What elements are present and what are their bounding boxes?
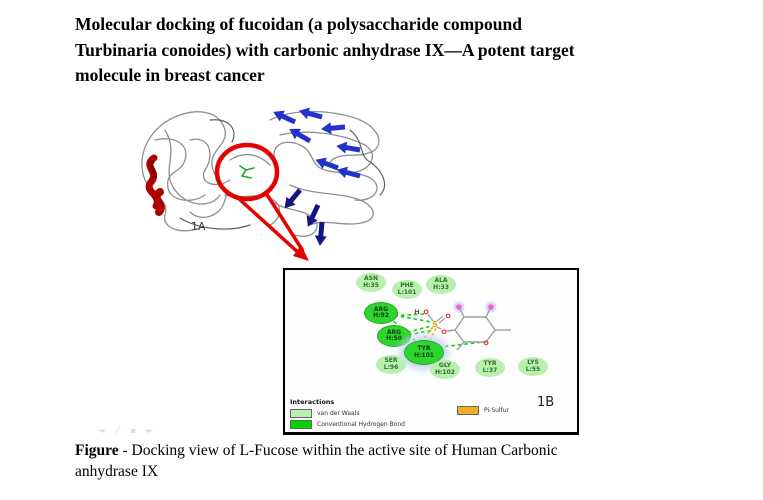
residue-arg-h50: ARG H:50 xyxy=(377,325,411,347)
panel-label-1b: 1B xyxy=(537,395,555,410)
hydrogen-atom: H xyxy=(414,308,419,316)
caption-figure-word: Figure xyxy=(75,442,119,459)
residue-arg-h92: ARG H:92 xyxy=(364,302,398,324)
square-icon: ▪ xyxy=(130,426,137,435)
ligand-bonds xyxy=(427,308,511,351)
forward-arrow-icon: ► xyxy=(146,426,153,435)
hbond-swatch xyxy=(290,420,312,429)
highlight-circle xyxy=(214,142,280,202)
oxygen-atom: O xyxy=(423,308,429,316)
legend-item-vdw: van der Waals xyxy=(290,408,572,418)
vdw-swatch xyxy=(290,408,312,418)
pink-atom xyxy=(456,304,462,310)
legend-header: Interactions xyxy=(290,398,335,406)
panel-label-1a: 1A xyxy=(191,220,206,233)
ligand-sticks xyxy=(239,165,255,179)
pencil-icon: ╱ xyxy=(115,426,120,435)
pink-atom xyxy=(488,304,494,310)
residue-asn-h35: ASN H:35 xyxy=(356,273,386,292)
residue-lys-l55: LYS L:55 xyxy=(518,357,548,376)
caption-line1: - Docking view of L-Fucose within the ac… xyxy=(118,442,558,459)
title-line-2: Turbinaria conoides) with carbonic anhyd… xyxy=(75,39,575,60)
pi-sulfur-dashes xyxy=(420,326,437,345)
residue-ser-l96: SER L:96 xyxy=(376,355,406,374)
residue-phe-l101: PHE L:101 xyxy=(392,280,422,299)
caption-line2: anhydrase IX xyxy=(75,462,159,480)
beta-strands-dark xyxy=(284,188,327,246)
residue-tyr-l37: TYR L:37 xyxy=(475,358,505,377)
beta-strands xyxy=(273,107,361,179)
title-line-3: molecule in breast cancer xyxy=(75,65,265,86)
interactions-legend: Interactions van der Waals Conventional … xyxy=(290,398,572,429)
callout-arrow xyxy=(235,192,305,257)
oxygen-atom: O xyxy=(441,328,447,336)
oxygen-atom: O xyxy=(445,312,451,320)
pi-sulfur-swatch xyxy=(457,406,479,415)
residue-ala-h33: ALA H:33 xyxy=(426,275,456,294)
protein-ribbon-figure xyxy=(141,107,385,261)
title-line-1: Molecular docking of fucoidan (a polysac… xyxy=(75,14,522,34)
atom-labels: H O S O O O xyxy=(414,308,489,347)
oxygen-atom: O xyxy=(483,339,489,347)
legend-item-pi-sulfur: Pi-Sulfur xyxy=(457,406,509,415)
legend-item-hbond: Conventional Hydrogen Bond xyxy=(290,420,572,429)
ghost-toolbar: ◄ ╱ ▪ ► xyxy=(97,426,154,435)
residue-gly-h102: GLY H:102 xyxy=(430,360,460,379)
back-arrow-icon: ◄ xyxy=(98,426,105,435)
alpha-helix xyxy=(145,154,165,216)
sulfur-atom: S xyxy=(432,320,437,329)
interaction-diagram-panel: H O S O O O ASN H:35 PHE L:101 ALA H:33 … xyxy=(283,268,579,435)
figure-caption: Figure - Docking view of L-Fucose within… xyxy=(75,441,660,483)
page-title: Molecular docking of fucoidan (a polysac… xyxy=(75,12,690,89)
callout-arrowhead xyxy=(293,245,309,261)
